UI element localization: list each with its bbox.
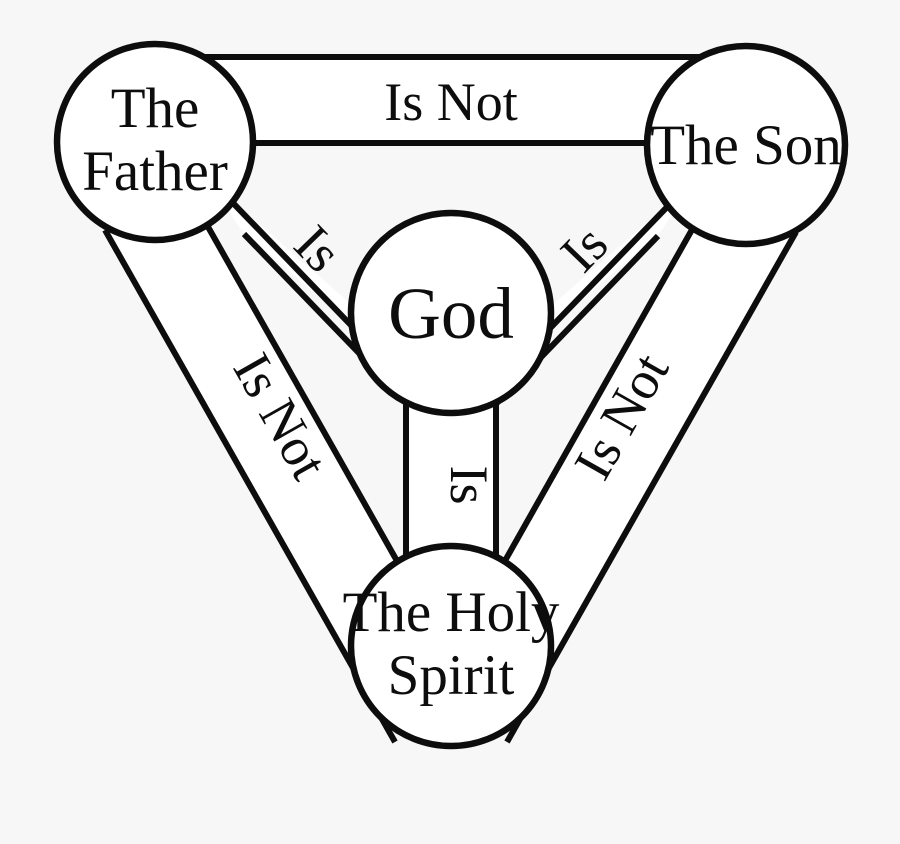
node-circle-spirit[interactable]: [347, 542, 555, 750]
node-labels: The Father The Son God The Holy Spirit: [82, 77, 842, 707]
nodes: [53, 40, 849, 750]
node-label-god: God: [388, 273, 514, 354]
edge-label-father-son: Is Not: [384, 72, 518, 132]
band-fill-father-son: [150, 57, 752, 143]
node-circle-son[interactable]: [643, 42, 849, 248]
edge-label-spirit-god: Is: [439, 466, 499, 505]
node-label-father-line2: Father: [82, 140, 228, 203]
node-label-spirit-line1: The Holy: [343, 581, 560, 644]
band-fill-spirit-god: [406, 390, 496, 580]
node-label-son: The Son: [650, 114, 842, 177]
node-circle-god[interactable]: [347, 209, 555, 417]
node-circle-father[interactable]: [53, 40, 257, 244]
edge-band-spirit-god[interactable]: [403, 386, 499, 580]
node-label-spirit-line2: Spirit: [388, 644, 515, 707]
node-label-father-line1: The: [111, 77, 200, 140]
band-edge-son-spirit-outer: [504, 230, 799, 744]
band-edge-father-spirit-outer: [102, 228, 398, 744]
